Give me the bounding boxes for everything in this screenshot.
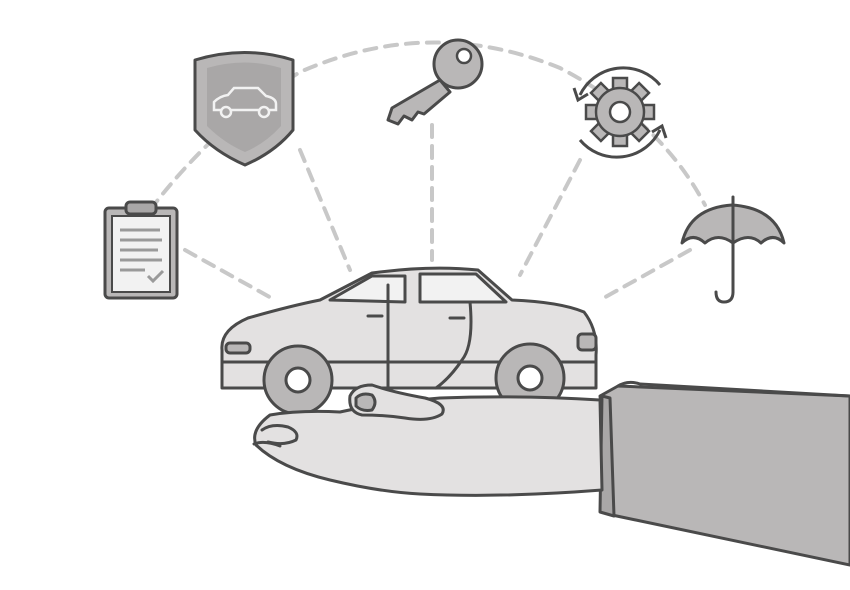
key-icon xyxy=(386,38,484,126)
car-icon xyxy=(220,266,598,416)
shield-car-glyph xyxy=(212,86,278,119)
umbrella-icon xyxy=(680,195,786,304)
car-wheel-front xyxy=(494,342,566,414)
gear-refresh-icon xyxy=(572,66,668,159)
hand-icon xyxy=(252,383,604,497)
car-wheel-rear xyxy=(262,344,334,416)
shield-car-icon xyxy=(193,51,295,167)
clipboard-icon xyxy=(103,200,179,300)
sleeve xyxy=(598,380,850,567)
